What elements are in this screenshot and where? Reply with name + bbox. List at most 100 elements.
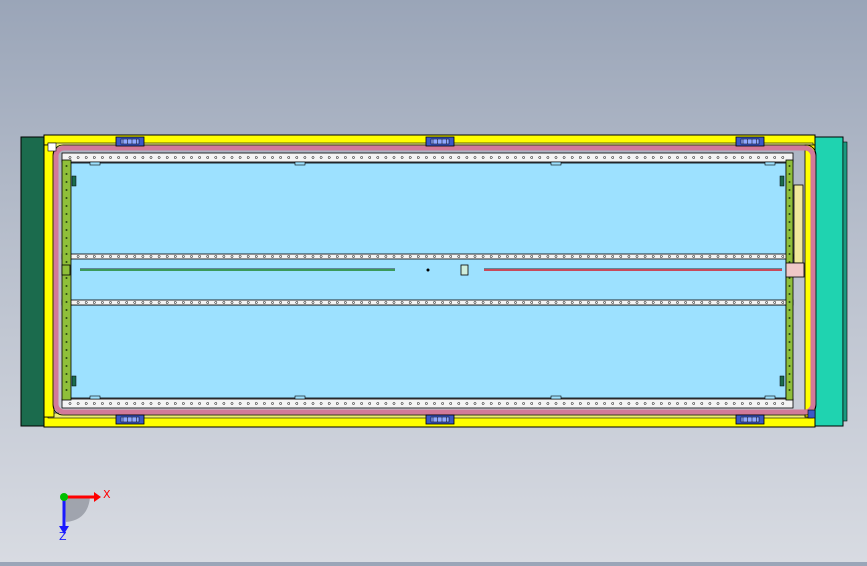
side-rail-hole	[788, 253, 791, 255]
perforation-hole	[84, 402, 88, 405]
clamp-bracket[interactable]	[115, 136, 145, 147]
perforation-hole	[238, 402, 242, 405]
perforation-hole	[271, 255, 274, 258]
perforation-hole	[643, 255, 647, 258]
perforation-hole	[757, 255, 760, 258]
panel-tab	[764, 161, 776, 166]
perforation-hole	[165, 156, 169, 159]
middle-panel[interactable]	[69, 257, 787, 305]
center-sensor-block[interactable]	[460, 264, 469, 276]
perforation-hole	[506, 402, 509, 405]
clamp-bracket[interactable]	[735, 136, 765, 147]
perforation-hole	[222, 156, 226, 159]
side-rail-hole	[65, 205, 68, 207]
right-actuator-tube[interactable]	[793, 184, 804, 264]
clamp-brackets[interactable]	[115, 136, 765, 425]
perforation-hole	[668, 156, 671, 159]
lower-panel[interactable]	[69, 304, 787, 399]
perforation-hole	[360, 402, 363, 405]
left-side-rail[interactable]	[43, 144, 55, 418]
upper-panel[interactable]	[69, 162, 787, 258]
perforation-hole	[263, 301, 266, 304]
perforation-hole	[481, 156, 485, 159]
inner-pink-frame[interactable]	[53, 145, 816, 415]
clamp-bracket[interactable]	[735, 414, 765, 425]
perforation-hole	[384, 255, 388, 258]
right-rod-mount[interactable]	[785, 262, 805, 278]
side-rail-hole	[65, 349, 68, 351]
perforation-hole	[263, 255, 266, 258]
perforation-hole	[311, 156, 315, 159]
perforation-hole	[749, 402, 752, 405]
perforation-hole	[716, 255, 720, 258]
side-rail-hole	[788, 197, 791, 199]
perforation-hole	[732, 255, 736, 258]
clamp-bracket[interactable]	[425, 136, 455, 147]
perforation-hole	[141, 255, 145, 258]
perforation-hole	[327, 402, 331, 405]
perforation-hole	[457, 402, 461, 405]
perforation-hole	[506, 301, 509, 304]
side-rail-hole	[788, 237, 791, 239]
perforation-hole	[562, 402, 566, 405]
perforation-hole	[497, 156, 501, 159]
perforation-hole	[716, 156, 720, 159]
clamp-bracket[interactable]	[115, 414, 145, 425]
perforation-hole	[546, 156, 550, 159]
perforation-hole	[254, 402, 258, 405]
perforation-hole	[514, 156, 517, 159]
side-rail-hole	[65, 333, 68, 335]
perforation-hole	[214, 402, 218, 405]
perforation-hole	[109, 255, 112, 258]
side-rail-hole	[788, 245, 791, 247]
perforation-hole	[708, 255, 712, 258]
perforation-hole	[781, 301, 785, 304]
perforation-hole	[740, 255, 744, 258]
perforation-hole	[684, 301, 687, 304]
perforation-hole	[635, 402, 639, 405]
perforation-hole	[676, 301, 679, 304]
perforation-hole	[230, 255, 234, 258]
frame-assembly[interactable]	[20, 134, 848, 428]
perforation-hole	[611, 402, 615, 405]
perforation-hole	[465, 156, 469, 159]
perforation-hole	[384, 301, 388, 304]
perforation-hole	[425, 156, 428, 159]
left-end-plate[interactable]	[20, 136, 45, 427]
perforation-hole	[749, 255, 752, 258]
perforation-hole	[676, 156, 679, 159]
perforation-hole	[311, 255, 315, 258]
perforation-hole	[530, 301, 534, 304]
perforation-hole	[206, 402, 210, 405]
left-rod-mount[interactable]	[61, 264, 71, 276]
perforation-hole	[530, 156, 534, 159]
perforation-hole	[400, 255, 404, 258]
perforation-hole	[481, 301, 485, 304]
perforation-hole	[222, 255, 226, 258]
perforation-hole	[416, 301, 420, 304]
perforation-hole	[287, 255, 291, 258]
right-green-rail[interactable]	[785, 159, 794, 401]
side-rail-hole	[65, 221, 68, 223]
perforation-hole	[425, 402, 428, 405]
perforation-hole	[635, 255, 639, 258]
perforation-hole	[206, 255, 210, 258]
right-end-plate[interactable]	[814, 136, 844, 427]
clamp-bracket[interactable]	[425, 414, 455, 425]
perforation-hole	[279, 255, 282, 258]
perforation-hole	[603, 255, 606, 258]
perforation-hole	[335, 156, 339, 159]
perforation-hole	[295, 156, 299, 159]
side-rail-hole	[788, 277, 791, 279]
perforation-hole	[578, 402, 582, 405]
perforation-hole	[416, 156, 420, 159]
side-rail-hole	[65, 197, 68, 199]
perforation-hole	[651, 255, 655, 258]
perforation-hole	[506, 255, 509, 258]
side-rail-hole	[65, 373, 68, 375]
perforation-hole	[611, 156, 615, 159]
panel-tabs	[71, 161, 785, 400]
left-green-rail[interactable]	[61, 159, 72, 401]
